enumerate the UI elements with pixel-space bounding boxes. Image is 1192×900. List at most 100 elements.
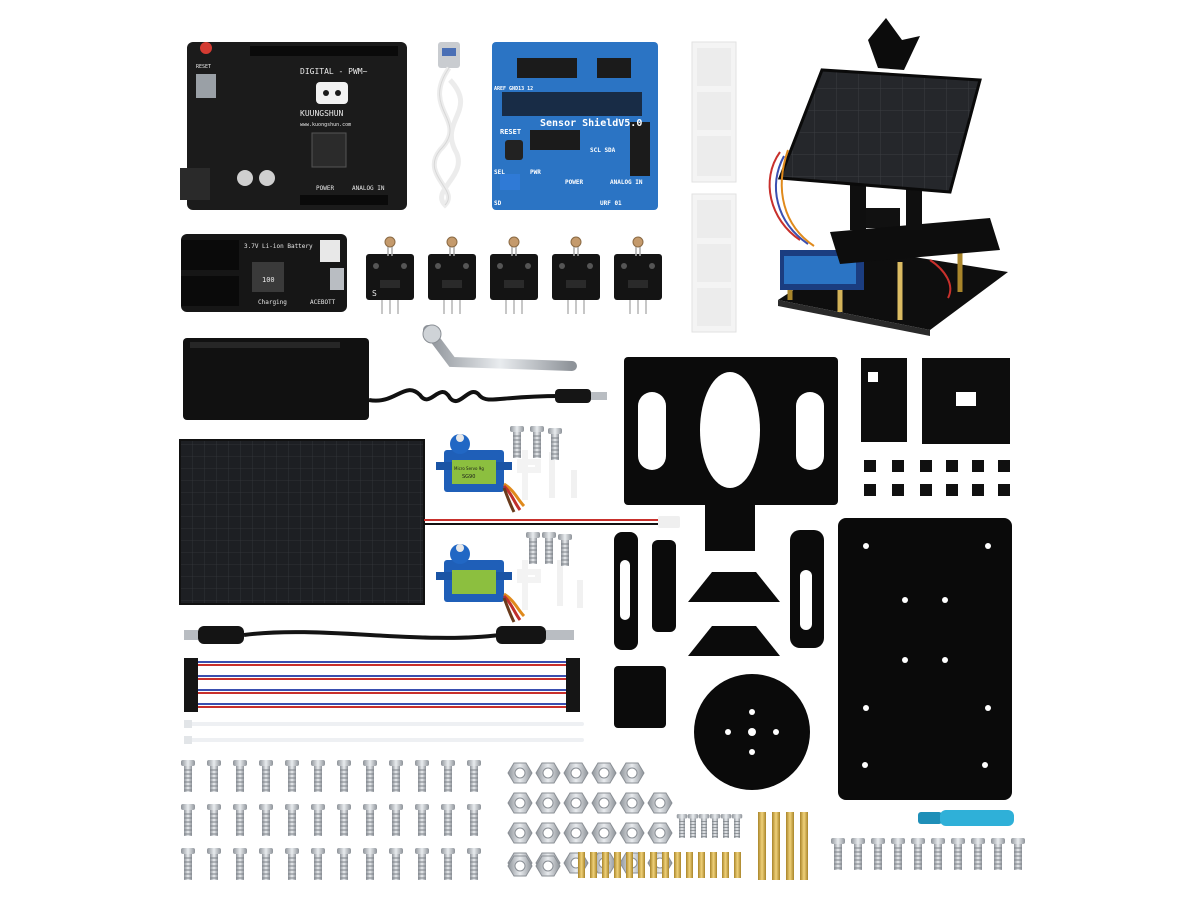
screw-icon	[362, 803, 378, 837]
standoff-icon	[650, 852, 657, 878]
sensor-pin-label: S	[372, 289, 377, 298]
nut-icon	[619, 762, 645, 784]
standoff-icon	[734, 852, 741, 878]
standoff-icon	[758, 812, 766, 880]
screw-icon	[336, 803, 352, 837]
shield-title-label: Sensor ShieldV5.0	[540, 117, 642, 129]
nut-icon	[619, 822, 645, 844]
screw-icon	[206, 803, 222, 837]
shield-reset-label: RESET	[500, 128, 521, 136]
standoff-icon	[698, 852, 705, 878]
dc-cable-icon	[184, 626, 574, 644]
screw-icon	[362, 847, 378, 881]
screw-icon	[950, 837, 966, 871]
shield-aref-label: AREF GND13 12	[494, 86, 533, 92]
standoff-icon	[674, 852, 681, 878]
screw-icon	[388, 803, 404, 837]
controller-power-label: POWER	[316, 185, 334, 192]
acrylic-plate-icon	[614, 357, 1012, 800]
nut-icon	[507, 822, 533, 844]
nut-icon	[591, 762, 617, 784]
screw-icon	[870, 837, 886, 871]
nut-icon	[507, 792, 533, 814]
screw-icon	[232, 803, 248, 837]
solar-panel-icon	[179, 439, 680, 605]
nut-icon	[563, 762, 589, 784]
screw-icon	[310, 803, 326, 837]
screw-icon	[466, 847, 482, 881]
shield-pwr-label: PWR	[530, 169, 541, 176]
controller-board-icon: DIGITAL - PWM~ KUUNGSHUN www.kuongshun.c…	[180, 42, 407, 210]
nut-icon	[535, 792, 561, 814]
nut-icon	[647, 792, 673, 814]
servo-motor-icon: Micro Servo 9g SG90	[434, 432, 526, 624]
screw-icon	[1010, 837, 1026, 871]
nut-icon	[619, 792, 645, 814]
nut-icon	[535, 822, 561, 844]
cable-tie-icon	[184, 720, 584, 744]
screw-icon	[414, 803, 430, 837]
sensor-shield-icon: Sensor ShieldV5.0 RESET PWR POWER ANALOG…	[492, 42, 658, 210]
screw-icon	[232, 847, 248, 881]
nut-icon	[563, 792, 589, 814]
servo-label: Micro Servo 9g	[454, 466, 484, 471]
screw-icon	[180, 759, 196, 793]
screw-icon	[362, 759, 378, 793]
shield-sel-label: SEL	[494, 169, 505, 176]
battery-module-brand: ACEBOTT	[310, 299, 336, 306]
photoresistor-sensor-icon: S	[365, 236, 663, 315]
battery-module-title: 3.7V Li-ion Battery	[244, 243, 313, 250]
screw-icon	[284, 803, 300, 837]
shield-sck-label: SCL SDA	[590, 147, 616, 154]
screw-icon	[258, 803, 274, 837]
nut-icon	[591, 822, 617, 844]
screw-icon	[990, 837, 1006, 871]
screwdriver-icon	[836, 810, 1014, 826]
standoff-icon	[578, 812, 808, 880]
screw-icon	[440, 847, 456, 881]
standoff-icon	[626, 852, 633, 878]
screw-icon	[388, 759, 404, 793]
screw-icon	[284, 847, 300, 881]
screw-icon	[310, 847, 326, 881]
screw-icon	[336, 847, 352, 881]
controller-digital-label: DIGITAL - PWM~	[300, 67, 368, 76]
screw-icon	[336, 759, 352, 793]
standoff-icon	[772, 812, 780, 880]
screw-icon	[258, 759, 274, 793]
controller-site-label: www.kuongshun.com	[300, 122, 351, 128]
l-wrench-icon	[422, 324, 577, 371]
controller-brand-label: KUUNGSHUN	[300, 109, 344, 118]
battery-charging-module-icon: 3.7V Li-ion Battery 100 Charging ACEBOTT	[181, 234, 347, 312]
standoff-icon	[710, 852, 717, 878]
screw-icon	[206, 759, 222, 793]
screw-icon	[731, 813, 743, 839]
screw-icon	[930, 837, 946, 871]
shield-analog-label: ANALOG IN	[610, 179, 643, 186]
screw-icon	[180, 803, 196, 837]
screw-icon	[910, 837, 926, 871]
screw-icon	[698, 813, 710, 839]
usb-cable-icon	[431, 42, 464, 209]
standoff-icon	[590, 852, 597, 878]
dupont-wire-icon	[184, 658, 580, 712]
standoff-icon	[686, 852, 693, 878]
nut-icon	[535, 762, 561, 784]
screw-icon	[388, 847, 404, 881]
standoff-icon	[662, 852, 669, 878]
screw-icon	[258, 847, 274, 881]
standoff-icon	[638, 852, 645, 878]
standoff-icon	[578, 852, 585, 878]
battery-module-inductor: 100	[262, 276, 275, 284]
adhesive-pad-icon	[691, 41, 737, 333]
screw-icon	[676, 813, 688, 839]
screw-icon	[284, 759, 300, 793]
standoff-icon	[786, 812, 794, 880]
screw-icon	[466, 759, 482, 793]
screw-icon	[850, 837, 866, 871]
standoff-icon	[722, 852, 729, 878]
screw-icon	[687, 813, 699, 839]
nut-icon	[647, 822, 673, 844]
battery-module-charging: Charging	[258, 299, 287, 306]
